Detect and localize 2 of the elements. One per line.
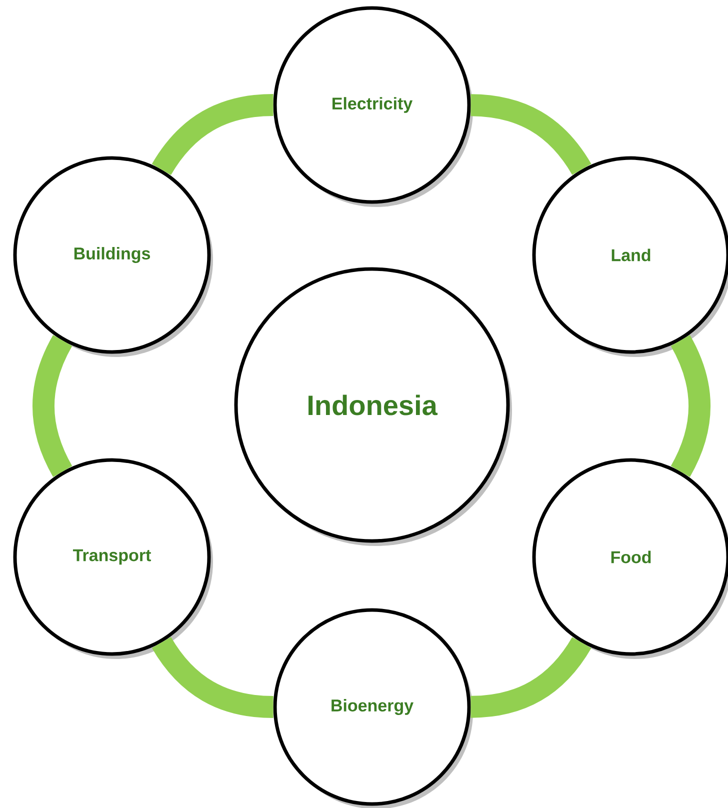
node-label: Land [612, 248, 650, 262]
node-label: Bioenergy [332, 699, 414, 715]
